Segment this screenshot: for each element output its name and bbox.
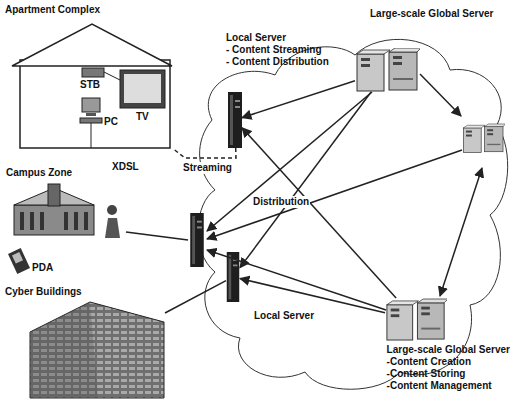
node-body: - Content Distribution xyxy=(226,56,329,68)
cloud-label: Distribution xyxy=(252,196,310,208)
cyber-building-drawing xyxy=(30,302,164,398)
node-heading: Cyber Buildings xyxy=(5,286,82,298)
device-label: TV xyxy=(136,111,149,123)
server-icon xyxy=(357,48,421,91)
node-heading: Apartment Complex xyxy=(5,4,100,16)
connector xyxy=(242,81,355,118)
connector xyxy=(165,281,226,313)
node-heading: Large-scale Global Server xyxy=(387,344,510,356)
node-body: -Content Creation xyxy=(387,356,510,368)
node-heading: Large-scale Global Server xyxy=(370,8,493,20)
local-server: Local Server xyxy=(226,252,240,302)
node-heading: Local Server xyxy=(226,32,329,44)
node-heading: Local Server xyxy=(254,310,314,322)
node-body: -Content Storing xyxy=(387,368,510,380)
text-group: Local Server- Content Streaming- Content… xyxy=(226,32,329,68)
device-label: PDA xyxy=(32,262,53,274)
global-server: Large-scale Global Server-Content Creati… xyxy=(385,298,447,342)
global-server: Large-scale Global Server xyxy=(355,48,420,92)
text-group: Large-scale Global Server-Content Creati… xyxy=(387,344,510,392)
house-drawing xyxy=(12,24,172,148)
text-group: Apartment Complex xyxy=(5,4,100,16)
connector xyxy=(240,92,371,268)
distribution-lines xyxy=(207,74,482,310)
local-server-icon xyxy=(190,213,204,267)
connector xyxy=(240,279,385,313)
local-server-icon xyxy=(228,92,242,148)
device-label: STB xyxy=(80,79,100,91)
network-cloud xyxy=(198,39,508,389)
node-body: - Content Streaming xyxy=(226,44,329,56)
text-group: Cyber Buildings xyxy=(5,286,82,298)
building-region: Cyber Buildings xyxy=(25,302,165,398)
node-body: -Content Management xyxy=(387,380,510,392)
text-group: Campus Zone xyxy=(6,167,72,179)
server-icon xyxy=(463,124,505,152)
campus-region: Campus Zone xyxy=(8,185,98,235)
connector xyxy=(175,148,236,158)
text-group: Local Server xyxy=(254,310,314,322)
node-heading: Campus Zone xyxy=(6,167,72,179)
device-label: XDSL xyxy=(112,161,139,173)
server-icon xyxy=(387,299,448,340)
device-label: PC xyxy=(104,116,118,128)
local-server: Local Server- Content Streaming- Content… xyxy=(228,92,242,148)
text-group: Large-scale Global Server xyxy=(370,8,493,20)
edge-label: Streaming xyxy=(182,162,233,174)
campus-drawing xyxy=(8,184,188,274)
connector xyxy=(242,128,396,298)
